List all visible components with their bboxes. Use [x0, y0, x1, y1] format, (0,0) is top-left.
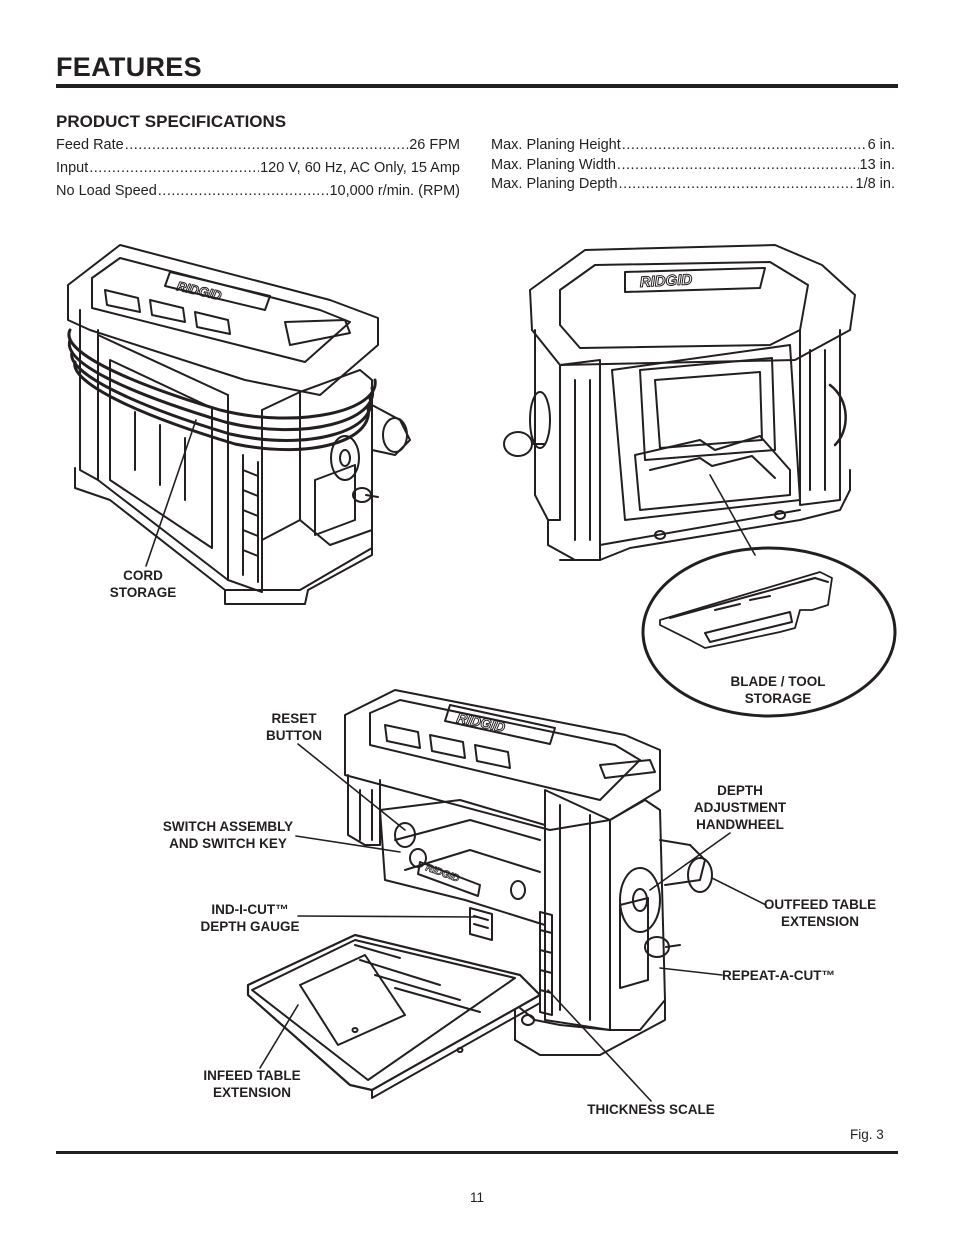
callout-line: IND-I-CUT™ — [211, 902, 289, 917]
spec-list-left: Feed Rate 26 FPM Input 120 V, 60 Hz, AC On… — [56, 137, 460, 206]
callout-line: DEPTH — [717, 783, 763, 798]
callout-line: REPEAT-A-CUT™ — [722, 968, 835, 983]
callout-line: EXTENSION — [212, 1085, 291, 1100]
spec-row: Feed Rate 26 FPM — [56, 137, 460, 160]
spec-value: 6 in. — [867, 137, 895, 153]
page-number: 11 — [469, 1190, 484, 1205]
svg-text:RIDGID: RIDGID — [639, 271, 692, 291]
callout-repeat-a-cut: REPEAT-A-CUT™ — [722, 967, 835, 984]
spec-row: Max. Planing Depth 1/8 in. — [491, 176, 895, 196]
svg-text:RIDGID: RIDGID — [455, 709, 506, 735]
spec-row: Max. Planing Height 6 in. — [491, 137, 895, 157]
callout-line: SWITCH ASSEMBLY — [162, 819, 294, 834]
callout-line: ADJUSTMENT — [693, 800, 787, 815]
page-title: FEATURES — [56, 52, 202, 82]
callout-outfeed-table: OUTFEED TABLE EXTENSION — [762, 896, 878, 930]
leader-thickness-scale — [547, 989, 652, 1102]
callout-thickness-scale: THICKNESS SCALE — [586, 1101, 716, 1118]
leader-depth-handwheel — [649, 832, 731, 891]
figure-label: Fig. 3 — [850, 1127, 884, 1142]
spec-label: Feed Rate — [56, 137, 124, 153]
callout-line: STORAGE — [744, 691, 812, 706]
callout-leaders — [259, 743, 767, 1102]
spec-row: No Load Speed 10,000 r/min. (RPM) — [56, 183, 460, 206]
callout-depth-gauge: IND-I-CUT™ DEPTH GAUGE — [196, 901, 304, 935]
leader-outfeed-table — [711, 877, 767, 906]
svg-text:RIDGID: RIDGID — [424, 862, 461, 884]
spec-value: 10,000 r/min. (RPM) — [329, 183, 460, 199]
planer-view-cord: RIDGID — [67, 244, 411, 605]
callout-blade-tool-storage: BLADE / TOOL STORAGE — [718, 673, 838, 707]
callout-line: BUTTON — [266, 728, 322, 743]
spec-value: 120 V, 60 Hz, AC Only, 15 Amp — [260, 160, 460, 176]
callout-depth-handwheel: DEPTH ADJUSTMENT HANDWHEEL — [688, 782, 792, 833]
callout-line: THICKNESS SCALE — [587, 1102, 715, 1117]
callout-reset-button: RESET BUTTON — [254, 710, 334, 744]
callout-line: EXTENSION — [780, 914, 859, 929]
callout-line: OUTFEED TABLE — [763, 897, 877, 912]
spec-value: 13 in. — [859, 156, 895, 173]
planer-view-rear: RIDGID — [503, 244, 856, 561]
callout-line: DEPTH GAUGE — [200, 919, 300, 934]
callout-line: HANDWHEEL — [696, 817, 784, 832]
callout-line: RESET — [271, 711, 317, 726]
leader-infeed-table — [259, 1004, 299, 1069]
spec-row: Max. Planing Width 13 in. — [491, 157, 895, 177]
spec-value: 1/8 in. — [855, 176, 896, 192]
callout-line: INFEED TABLE — [203, 1068, 301, 1083]
leader-reset-button — [297, 743, 406, 831]
leader-depth-gauge — [297, 915, 479, 918]
leader-switch-assembly — [295, 835, 401, 853]
callout-infeed-table: INFEED TABLE EXTENSION — [200, 1067, 304, 1101]
planer-view-main: RIDGID RIDGID — [246, 689, 713, 1099]
spec-row: Input 120 V, 60 Hz, AC Only, 15 Amp — [56, 160, 460, 183]
title-rule — [56, 84, 898, 88]
callout-line: AND SWITCH KEY — [169, 836, 287, 851]
callout-line: CORD — [123, 568, 163, 583]
spec-value: 26 FPM — [409, 137, 460, 153]
blade-storage-magnifier — [641, 546, 897, 718]
section-title: PRODUCT SPECIFICATIONS — [56, 112, 287, 131]
callout-switch-assembly: SWITCH ASSEMBLY AND SWITCH KEY — [158, 818, 298, 852]
spec-label: No Load Speed — [56, 183, 157, 199]
spec-label: Max. Planing Depth — [491, 176, 618, 192]
callout-line: BLADE / TOOL — [730, 674, 826, 689]
leader-repeat-a-cut — [659, 967, 723, 976]
spec-label: Input — [56, 160, 89, 176]
spec-label: Max. Planing Height — [491, 137, 621, 153]
spec-list-right: Max. Planing Height 6 in. Max. Planing Wi… — [491, 137, 895, 196]
spec-label: Max. Planing Width — [491, 156, 616, 173]
footer-rule — [56, 1151, 898, 1154]
callout-line: STORAGE — [109, 585, 177, 600]
callout-cord-storage: CORD STORAGE — [100, 567, 186, 601]
